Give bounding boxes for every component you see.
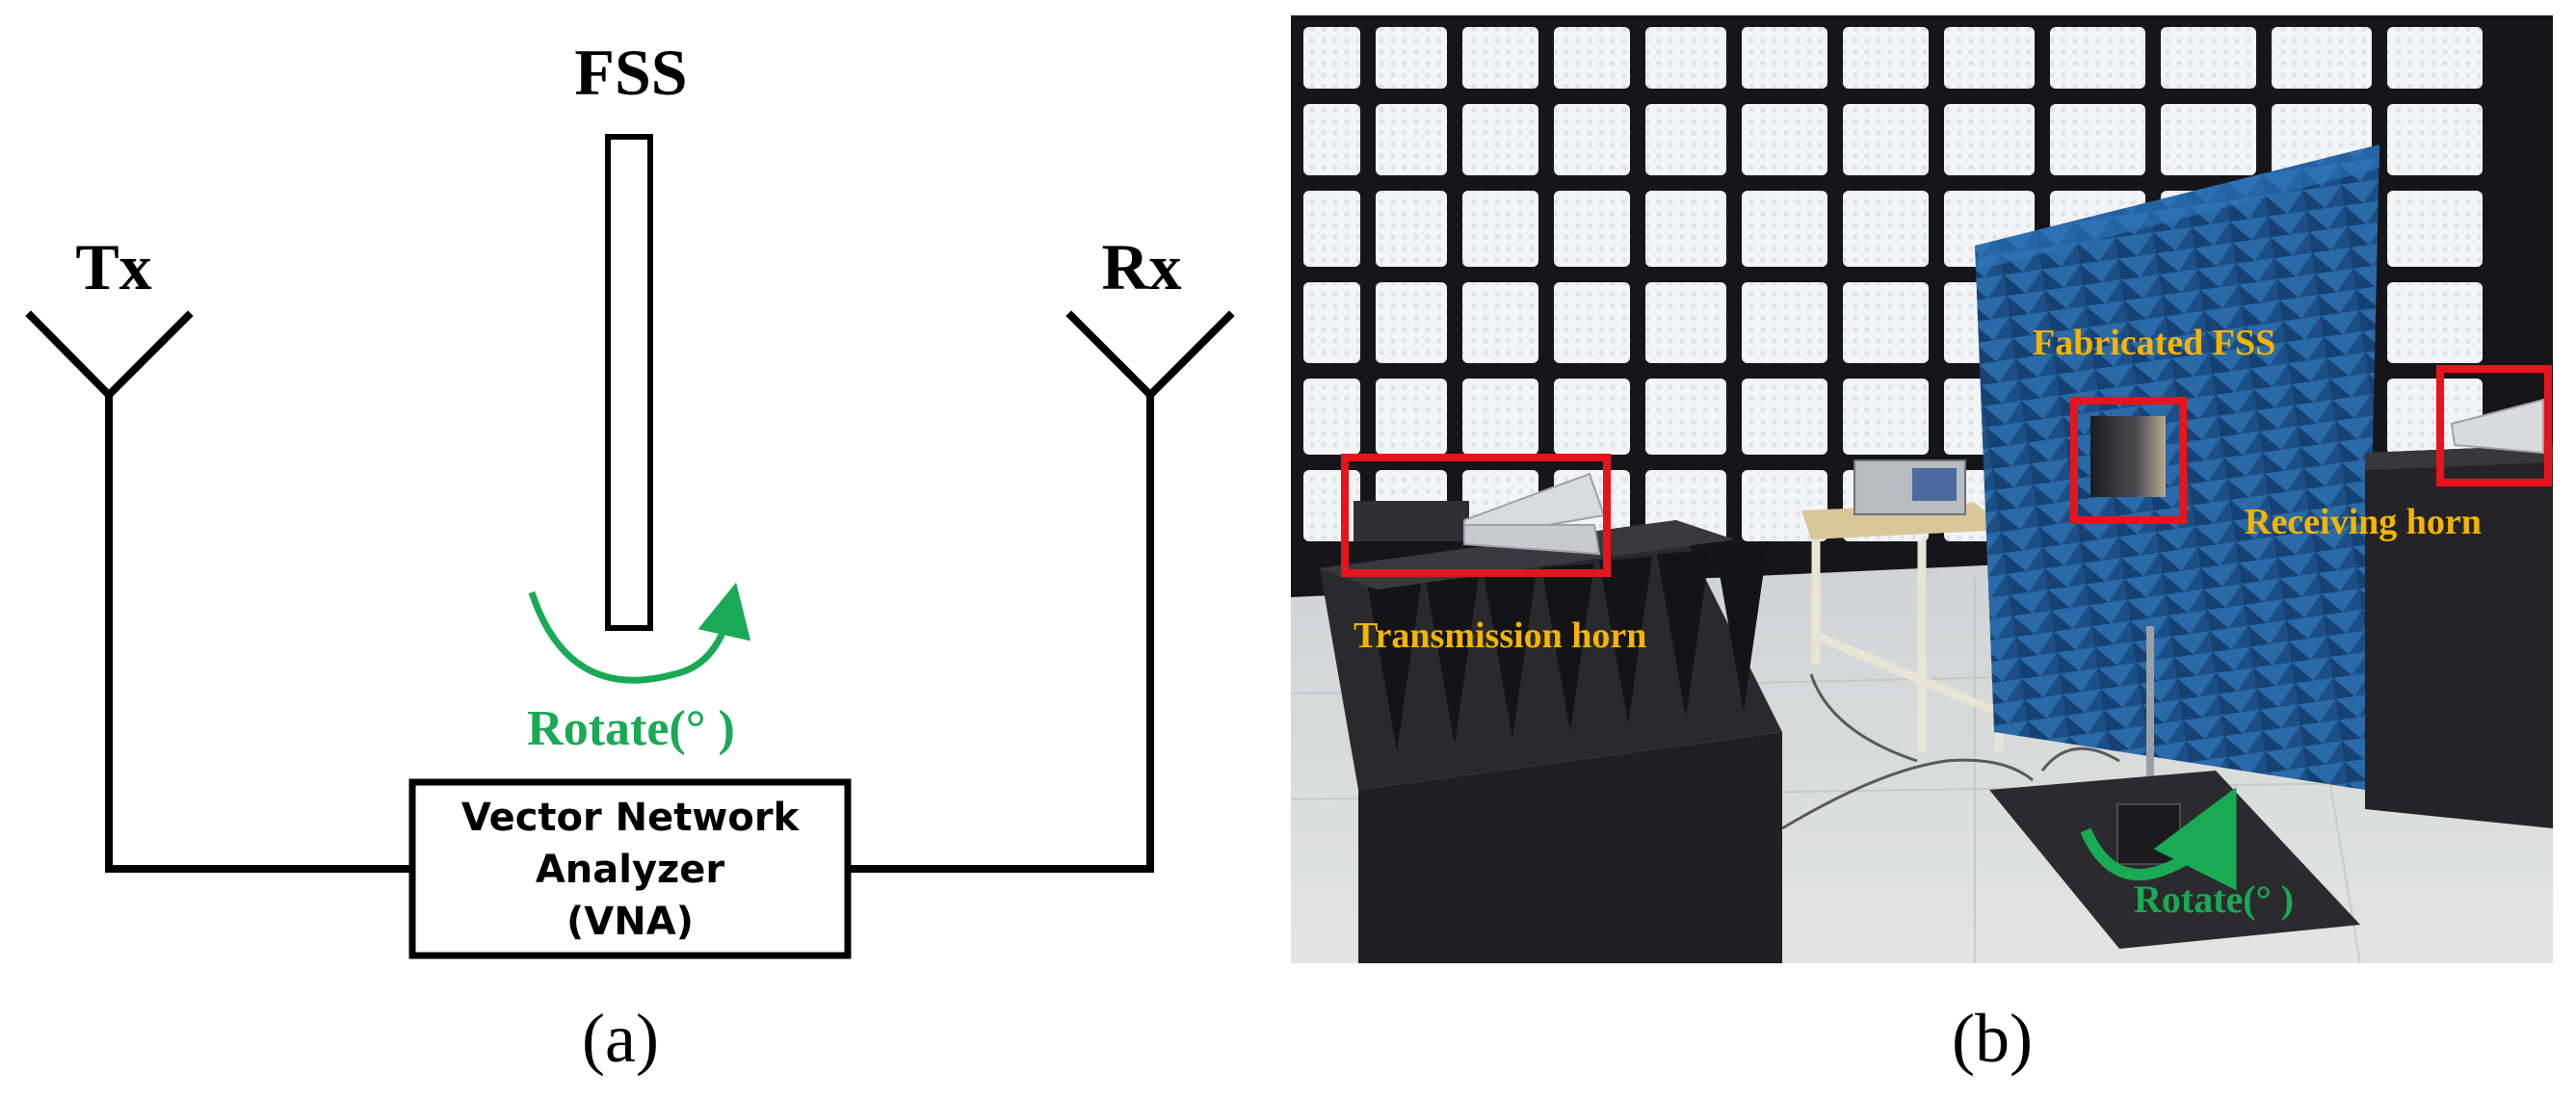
foam-absorber-tile [1843,191,1929,267]
foam-absorber-tile [1462,282,1538,363]
foam-absorber-tile [1376,27,1447,89]
foam-absorber-tile [1742,282,1827,363]
foam-absorber-tile [2387,27,2483,89]
foam-absorber-tile [2161,27,2256,89]
foam-absorber-tile [1843,379,1929,455]
foam-absorber-tile [1303,191,1360,267]
foam-absorber-tile [1376,191,1447,267]
foam-absorber-tile [1742,27,1827,89]
rx-antenna-icon [1065,310,1235,401]
foam-absorber-tile [1645,104,1726,175]
foam-absorber-tile [1944,104,2035,175]
vna-line-2: Analyzer [536,848,725,892]
foam-absorber-tile [1554,27,1630,89]
foam-absorber-tile [1554,104,1630,175]
transmission-horn-label: Transmission horn [1354,615,1646,656]
foam-absorber-tile [2161,104,2256,175]
absorber-pyramid [1484,570,1537,738]
tx-label: Tx [75,230,151,303]
absorber-pyramid [1657,550,1710,718]
caption-a: (a) [582,1000,659,1077]
absorber-pyramid [1368,584,1421,751]
foam-absorber-tile [1645,379,1726,455]
tx-antenna-icon [25,310,194,401]
foam-absorber-tile [1462,27,1538,89]
foam-absorber-tile [1462,191,1538,267]
foam-absorber-tile [1742,191,1827,267]
rx-label: Rx [1101,230,1181,303]
rotate-photo-label: Rotate(° ) [2134,877,2294,921]
chamber-photo-image [1291,15,2553,963]
fss-sample [2090,416,2166,497]
panel-a-schematic: FSS Tx Rx Rotate(° ) Vector Network Anal… [25,36,1235,1077]
foam-absorber-tile [1645,191,1726,267]
foam-absorber-tile [1944,27,2035,89]
rotation-stand [1989,626,2360,949]
foam-absorber-tile [2050,27,2145,89]
foam-absorber-tile [1843,27,1929,89]
rotation-arrow-photo-icon [2080,787,2237,891]
receiver-pedestal [2365,398,2553,828]
panel-b-photo: Fabricated FSS Receiving horn Transmissi… [1291,15,2553,1077]
foam-absorber-tile [1554,282,1630,363]
foam-absorber-tile [2387,282,2483,363]
foam-absorber-tile [1462,104,1538,175]
receiving-horn-label: Receiving horn [2245,502,2482,542]
foam-absorber-tile [1376,379,1447,455]
vna-line-1: Vector Network [461,796,801,840]
fss-label: FSS [574,36,687,109]
foam-absorber-tile [1742,379,1827,455]
cable-lines [105,395,1154,873]
rotation-arrow-icon [528,582,751,684]
absorber-pyramid [1426,577,1479,745]
vna-box [408,778,852,959]
foam-absorber-tile [2387,191,2483,267]
foam-absorber-tile [1645,27,1726,89]
fss-slab [605,134,653,631]
fabricated-fss-label: Fabricated FSS [2033,323,2275,363]
vna-line-3: (VNA) [566,900,694,944]
foam-absorber-tile [1303,470,1360,541]
foam-absorber-tile [2050,104,2145,175]
rotate-label: Rotate(° ) [527,701,735,756]
foam-absorber-tile [1376,282,1447,363]
foam-absorber-tile [1303,282,1360,363]
absorber-pyramid [1715,543,1768,711]
vna-table [1801,459,2009,751]
foam-absorber-tile [1462,379,1538,455]
foam-absorber-tile [1742,104,1827,175]
fss-sample-highlight [2070,397,2187,524]
foam-absorber-tile [1843,104,1929,175]
receiving-horn-highlight [2436,365,2552,486]
absorber-pyramid [1599,557,1652,724]
receiving-horn-icon [2450,398,2544,455]
foam-absorber-tile [1843,282,1929,363]
transmission-horn-icon [1354,472,1606,556]
absorber-pyramid [1541,563,1594,731]
foam-absorber-tile [1554,379,1630,455]
foam-absorber-tile [2387,104,2483,175]
foam-absorber-tile [1554,191,1630,267]
foam-absorber-tile [1303,104,1360,175]
transmitter-pedestal [1320,520,1782,963]
foam-absorber-tile [1303,27,1360,89]
transmission-horn-highlight [1341,454,1611,577]
absorber-panel [1975,144,2379,790]
caption-b: (b) [1952,1000,2033,1077]
foam-absorber-tile [1376,104,1447,175]
foam-absorber-tile [1303,379,1360,455]
foam-absorber-tile [2272,27,2372,89]
foam-absorber-tile [1645,282,1726,363]
